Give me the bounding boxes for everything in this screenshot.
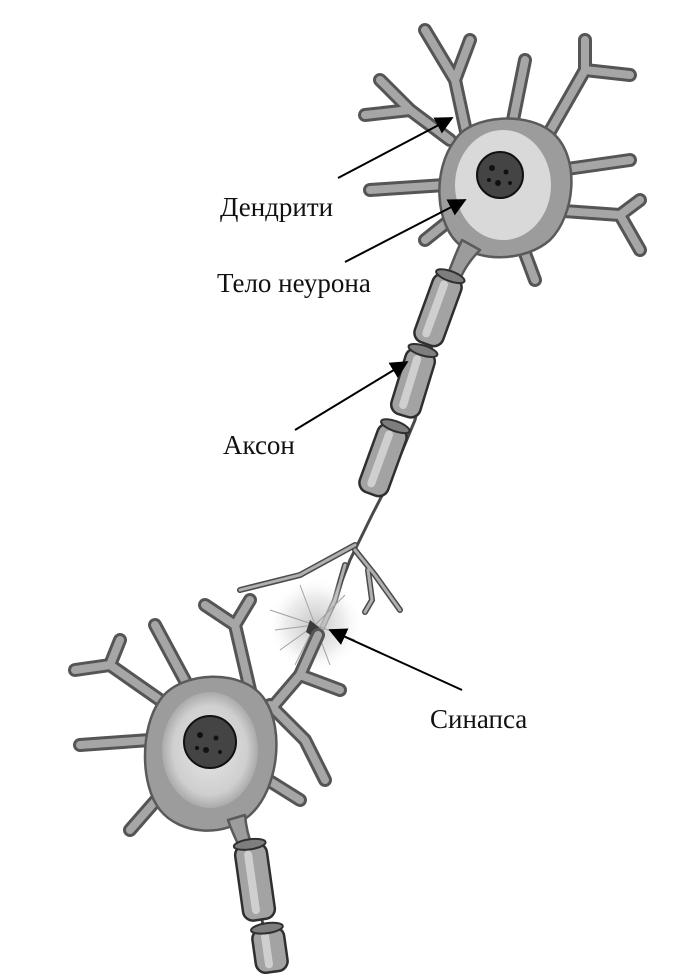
label-dendrites: Дендрити — [220, 192, 333, 222]
upper-nucleus — [477, 152, 523, 198]
myelin-segment-3 — [357, 416, 412, 499]
lower-myelin-segment-2 — [250, 921, 289, 974]
myelin-segment-2 — [389, 341, 439, 420]
arrow-dendrites — [338, 118, 452, 178]
label-axon: Аксон — [223, 430, 295, 460]
lower-nucleus — [184, 716, 236, 768]
label-cell-body: Тело неурона — [217, 268, 371, 298]
arrow-synapse — [330, 630, 462, 690]
myelin-segment-1 — [412, 266, 467, 349]
upper-neuron — [365, 30, 640, 284]
label-synapse: Синапса — [430, 704, 527, 734]
lower-myelin-segment-1 — [233, 837, 276, 922]
